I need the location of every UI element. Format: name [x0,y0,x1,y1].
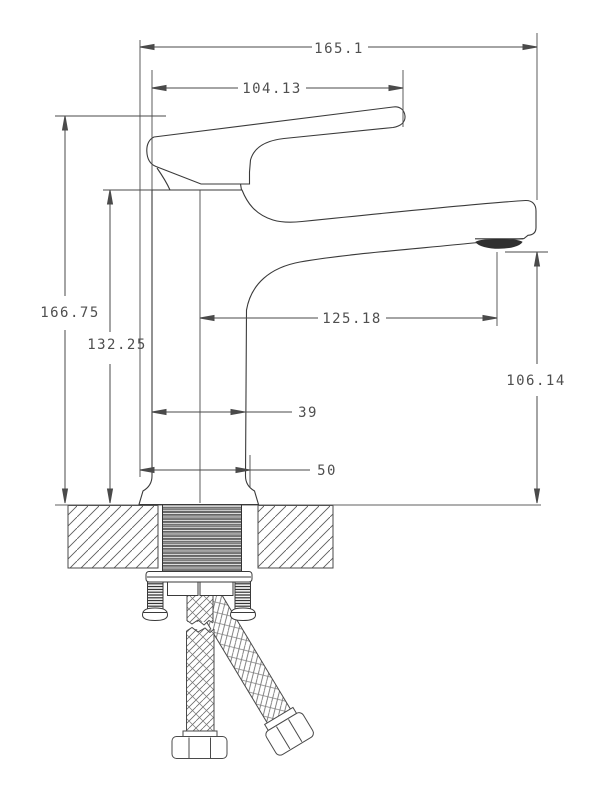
arrowhead [230,408,246,416]
aerator-outlet [475,238,523,249]
countertop-section [55,504,541,569]
countertop-hatch-left [67,505,159,569]
extension-lines [55,33,548,503]
arrowhead [139,466,155,474]
dim-label-base-width: 50 [317,463,337,479]
hose-braid-diagonal [191,582,291,723]
dim-label-body-width: 39 [298,405,318,421]
arrowhead [533,251,541,267]
handle-base-curve [156,167,171,191]
arrowhead [235,466,251,474]
mounting-screw-left [141,581,169,622]
supply-hose-vertical [171,595,228,759]
hose-collar-vertical [182,730,218,737]
hose-braid-stub [187,595,213,622]
dim-handle-length: 104.13 [151,81,404,97]
arrowhead [61,488,69,504]
dim-base-width: 50 [139,463,337,479]
dim-label-body-height: 132.25 [87,337,147,353]
faucet-outline [138,106,537,506]
screw-head-left [141,607,169,622]
screw-head-right [229,607,257,622]
dim-body-height: 132.25 [87,189,147,504]
arrowhead [388,84,404,92]
hose-braid-vertical [186,629,214,731]
hose-hex-nut [171,736,228,759]
dim-label-overall-length: 165.1 [314,41,364,57]
dim-spout-reach: 125.18 [199,311,498,327]
arrowhead [106,189,114,205]
dim-overall-length: 165.1 [139,41,538,57]
dim-spout-outlet-height: 106.14 [506,251,566,504]
mounting-nut-left-half [167,581,199,596]
dim-label-overall-height: 166.75 [40,305,100,321]
dim-label-handle-length: 104.13 [242,81,302,97]
shank-threads [163,506,241,571]
mounting-hardware [141,571,257,622]
supply-hose-diagonal [190,581,314,756]
dim-label-spout-reach: 125.18 [322,311,382,327]
hose-break-edge [186,619,214,626]
hose-nut-diagonal [265,712,314,756]
faucet-handle [146,106,406,185]
faucet-body-spout [138,189,537,506]
dim-label-spout-outlet-height: 106.14 [506,373,566,389]
arrowhead [482,314,498,322]
mounting-screw-right [229,581,257,622]
arrowhead [533,488,541,504]
arrowhead [151,408,167,416]
mounting-nut-right-half [199,581,234,596]
arrowhead [61,115,69,131]
arrowhead [151,84,167,92]
arrowhead [139,43,155,51]
countertop-hatch-right [257,505,334,569]
arrowhead [199,314,215,322]
threaded-shank [162,505,242,572]
dim-body-width: 39 [151,405,318,421]
arrowhead [522,43,538,51]
collar-edge [239,183,243,191]
arrowhead [106,488,114,504]
dim-overall-height: 166.75 [40,115,100,504]
